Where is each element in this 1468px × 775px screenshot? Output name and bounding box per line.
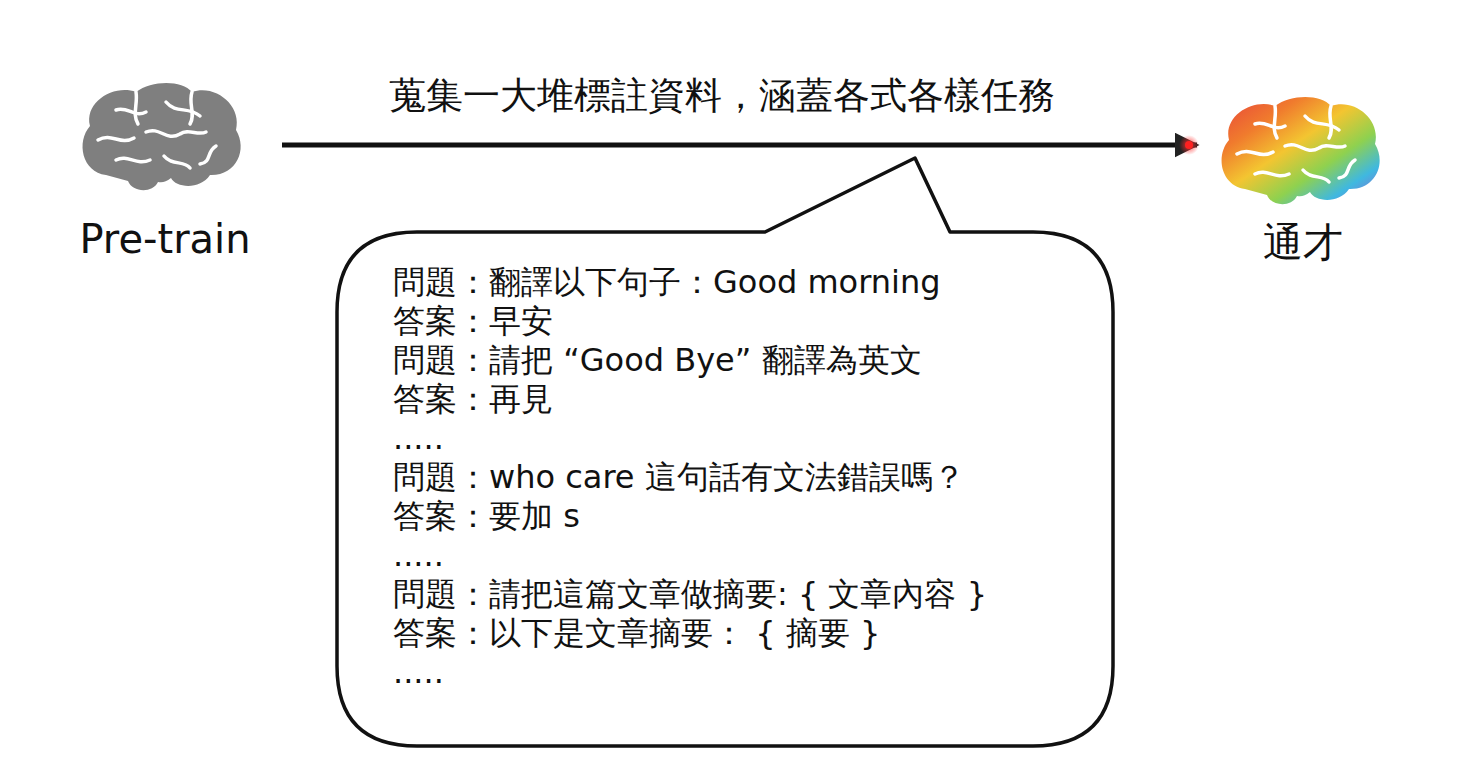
bubble-text: 問題：翻譯以下句子：Good morning答案：早安問題：請把 “Good B…	[393, 263, 1115, 692]
qa-line: 問題：請把這篇文章做摘要: { 文章內容 }	[393, 575, 1115, 614]
colorful-brain-icon	[1215, 94, 1387, 209]
qa-line: .....	[393, 419, 1115, 458]
qa-line: 問題：請把 “Good Bye” 翻譯為英文	[393, 341, 1115, 380]
qa-line: .....	[393, 536, 1115, 575]
qa-line: 問題：who care 這句話有文法錯誤嗎？	[393, 458, 1115, 497]
node-label: Pre-train	[70, 216, 260, 262]
brain-node: 通才	[1205, 92, 1400, 277]
qa-line: 答案：早安	[393, 302, 1115, 341]
node-label: 通才	[1205, 215, 1400, 270]
qa-line: .....	[393, 653, 1115, 692]
qa-line: 答案：以下是文章摘要： { 摘要 }	[393, 614, 1115, 653]
speech-bubble-outline	[335, 152, 1115, 748]
qa-line: 答案：再見	[393, 380, 1115, 419]
qa-line: 問題：翻譯以下句子：Good morning	[393, 263, 1115, 302]
grey-brain-icon	[76, 80, 248, 195]
edge-label: 蒐集一大堆標註資料，涵蓋各式各樣任務	[385, 71, 1059, 121]
qa-line: 答案：要加 s	[393, 497, 1115, 536]
arrow-connector	[282, 135, 1199, 155]
brain-node: Pre-train	[70, 78, 260, 268]
speech-bubble: 問題：翻譯以下句子：Good morning答案：早安問題：請把 “Good B…	[335, 232, 1115, 748]
